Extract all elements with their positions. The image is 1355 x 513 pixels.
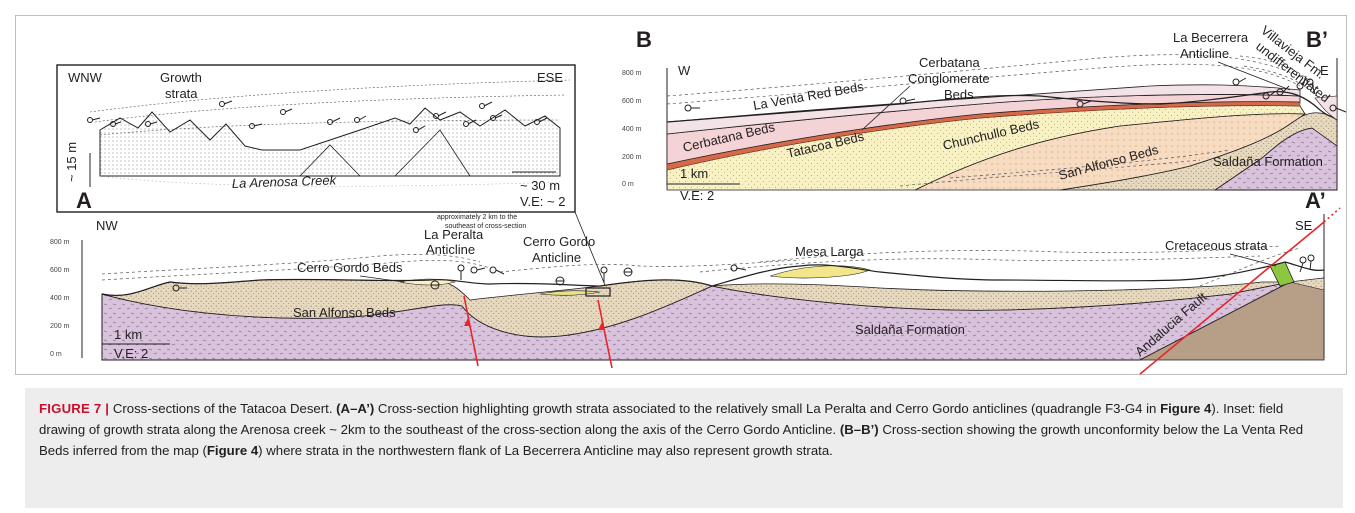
caption-bold: (A–A’): [336, 401, 375, 416]
a-label-san-alfonso: San Alfonso Beds: [293, 305, 396, 320]
cross-section-a: A A’ NW SE 800 m 600 m 400 m 200 m 0 m: [50, 188, 1341, 375]
section-a-end-letter: A’: [1305, 188, 1326, 213]
caption-figure-ref: Figure 4: [1160, 401, 1212, 416]
b-vertical-exaggeration: V.E: 2: [680, 188, 714, 203]
inset-location-note-2: southeast of cross-section: [445, 223, 526, 230]
b-label-cerbatana-cgl-2: Conglomerate: [908, 71, 990, 86]
inset-horizontal-scale: ~ 30 m: [520, 178, 560, 193]
axis-a-tick: 400 m: [50, 295, 70, 302]
a-label-cerro-gordo-2: Anticline: [532, 250, 581, 265]
a-andalucia-fault: [1139, 221, 1325, 375]
a-fault-cerro-gordo: [597, 299, 613, 369]
inset-strata-sketch: [99, 107, 561, 177]
caption-text: Cross-sections of the Tatacoa Desert.: [109, 401, 337, 416]
caption-text: Cross-section showing the growth unconfo…: [39, 422, 1304, 458]
b-scale-bar: 1 km: [680, 166, 708, 181]
caption-bold: (B–B’): [839, 422, 879, 437]
caption-text: Cross-section highlighting growth strata…: [374, 401, 1161, 416]
axis-b-tick: 600 m: [622, 98, 642, 105]
section-b-end-letter: B’: [1306, 27, 1328, 52]
axis-b-tick: 400 m: [622, 126, 642, 133]
b-left-direction: W: [678, 63, 691, 78]
inset-field-drawing: WNW ESE Growth strata ~ 15 m ~ 30 m V.E:…: [56, 64, 576, 213]
a-inset-location-box: [585, 287, 611, 297]
a-label-cerro-gordo-beds: Cerro Gordo Beds: [297, 260, 403, 275]
inset-right-direction: ESE: [537, 70, 563, 85]
inset-creek-label: La Arenosa Creek: [232, 172, 338, 191]
inset-vertical-exaggeration: V.E: ~ 2: [520, 194, 565, 209]
b-label-cerbatana-cgl-3: Beds: [944, 87, 974, 102]
cross-section-b: B B’ 800 m 600 m 400 m 200 m 0 m: [622, 23, 1347, 203]
inset-vertical-scale: ~ 15 m: [64, 142, 79, 182]
a-label-cretaceous: Cretaceous strata: [1165, 238, 1268, 253]
a-label-la-peralta-1: La Peralta: [424, 227, 484, 242]
axis-a-tick: 0 m: [50, 351, 62, 358]
axis-b-tick: 200 m: [622, 154, 642, 161]
caption-label: FIGURE 7 |: [39, 401, 110, 416]
inset-growth-label-2: strata: [165, 86, 198, 101]
section-b-start-letter: B: [636, 27, 652, 52]
axis-b-tick: 800 m: [622, 70, 642, 77]
a-right-direction: SE: [1295, 218, 1313, 233]
a-label-la-peralta-2: Anticline: [426, 242, 475, 257]
a-san-alfonso-east: [711, 281, 1291, 311]
a-mesa-larga-cap: [769, 265, 871, 279]
inset-location-note-1: approximately 2 km to the: [437, 214, 517, 221]
b-label-la-becerrera-1: La Becerrera: [1173, 30, 1249, 45]
inset-left-direction: WNW: [68, 70, 103, 85]
a-scale-bar: 1 km: [114, 327, 142, 342]
caption-text: ) where strata in the northwestern flank…: [258, 443, 833, 458]
figure-frame: [15, 15, 1347, 375]
axis-a-tick: 200 m: [50, 323, 70, 330]
axis-a-tick: 600 m: [50, 267, 70, 274]
b-label-la-becerrera-2: Anticline: [1180, 46, 1229, 61]
caption-figure-ref: Figure 4: [206, 443, 259, 458]
axis-b-tick: 0 m: [622, 181, 634, 188]
a-label-saldana: Saldaña Formation: [855, 322, 965, 337]
a-label-mesa-larga: Mesa Larga: [795, 244, 864, 259]
b-right-direction: E: [1320, 63, 1329, 78]
a-fault-la-peralta: [463, 295, 479, 367]
b-label-saldana: Saldaña Formation: [1213, 154, 1323, 169]
a-vertical-exaggeration: V.E: 2: [114, 346, 148, 361]
a-label-cerro-gordo-1: Cerro Gordo: [523, 234, 595, 249]
section-a-start-letter: A: [76, 188, 92, 213]
b-projected-strata: [666, 54, 1321, 187]
b-label-cerbatana-cgl-1: Cerbatana: [919, 55, 980, 70]
a-left-direction: NW: [96, 218, 118, 233]
figure-caption: FIGURE 7 | Cross-sections of the Tatacoa…: [25, 388, 1343, 508]
axis-a-tick: 800 m: [50, 239, 70, 246]
caption-text: ). Inset: field drawing of growth strata…: [39, 401, 1284, 437]
inset-growth-label-1: Growth: [160, 70, 202, 85]
